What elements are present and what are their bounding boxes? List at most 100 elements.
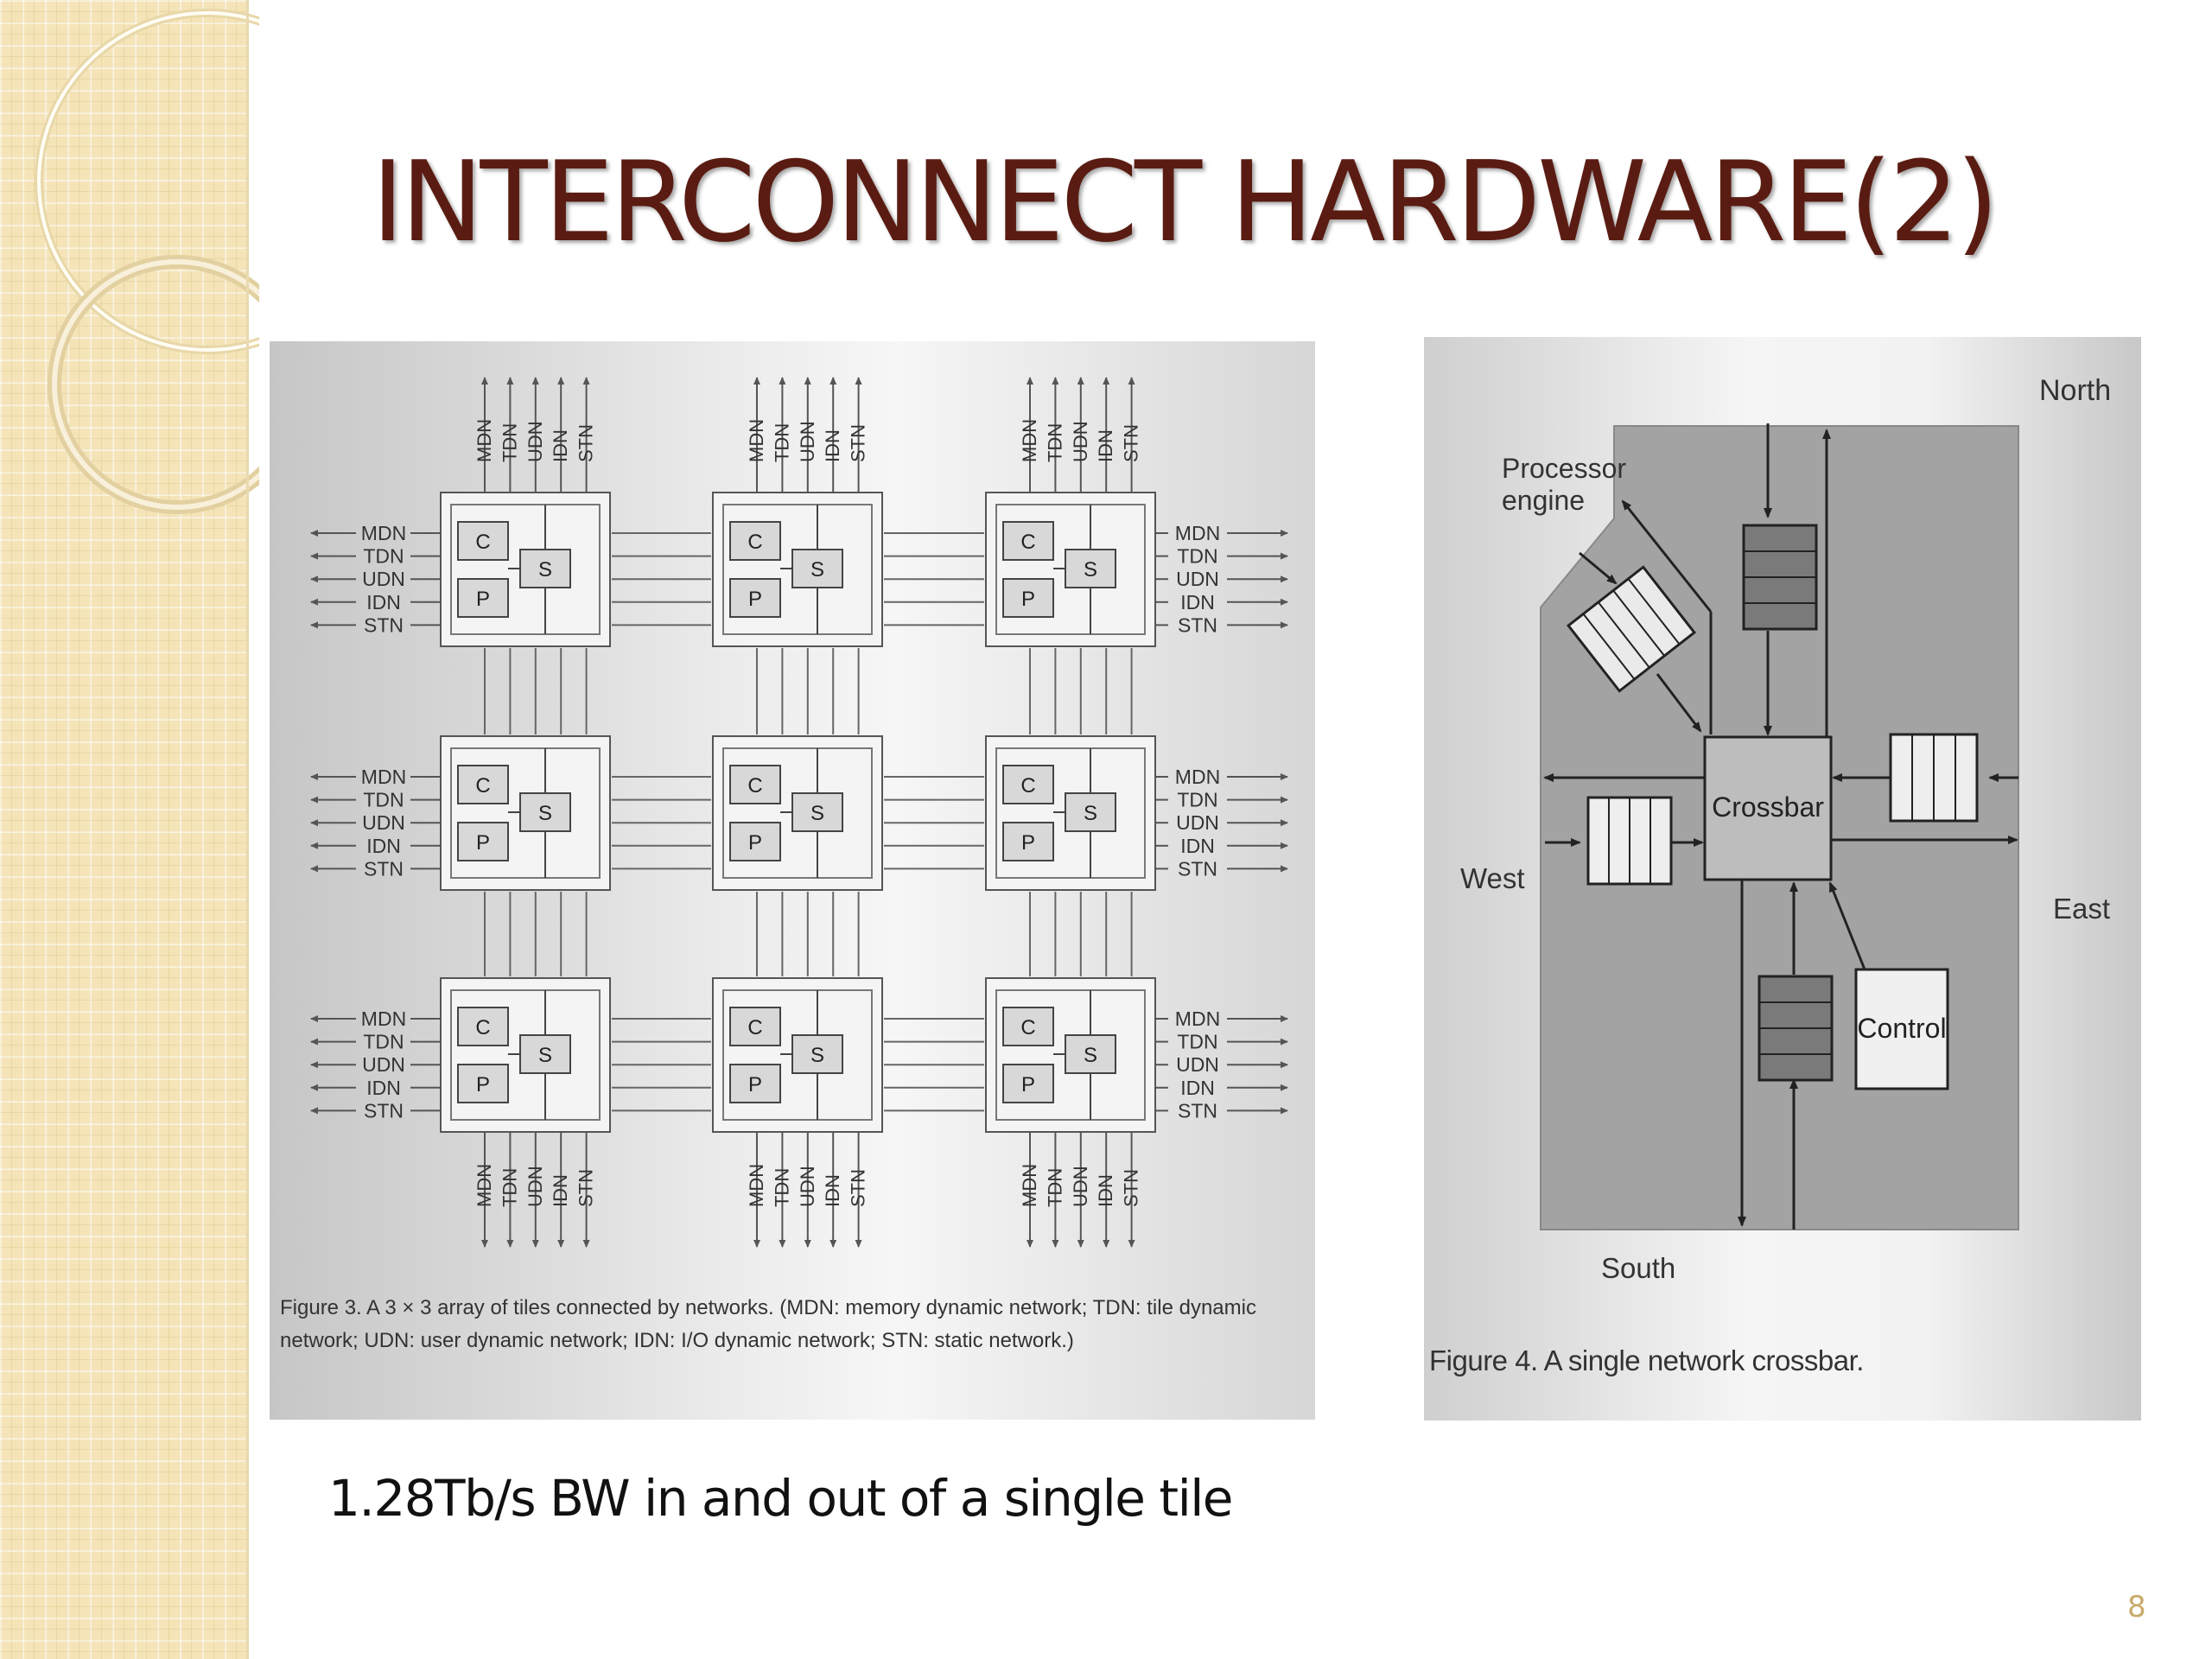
tile-inner-frame <box>450 989 601 1121</box>
bottom-network-label-STN: STN <box>1121 1169 1142 1207</box>
tile-switch-box <box>1065 549 1116 588</box>
right-network-label-IDN: IDN <box>1180 1077 1215 1099</box>
tile-cache-box <box>729 521 781 561</box>
tile-processor-label: P <box>748 831 762 855</box>
crossbar-label: Crossbar <box>1712 791 1824 823</box>
east-buffer <box>1889 733 1979 823</box>
bottom-network-label-MDN: MDN <box>474 1164 495 1207</box>
crossbar-box <box>1703 735 1833 881</box>
right-network-label-TDN: TDN <box>1177 789 1217 811</box>
tile-processor-label: P <box>748 1073 762 1096</box>
bottom-network-label-TDN: TDN <box>771 1168 792 1207</box>
tile-array-diagram: MDNMDNTDNTDNUDNUDNIDNIDNSTNSTNMDNMDNTDNT… <box>310 377 1288 1248</box>
tile-switch-label: S <box>1084 1044 1097 1067</box>
top-network-label-TDN: TDN <box>771 423 792 462</box>
tile-inner-frame <box>722 989 873 1121</box>
bottom-network-label-IDN: IDN <box>550 1174 571 1207</box>
tile-processor-box <box>1002 1064 1054 1103</box>
tile-inner-frame <box>450 747 601 879</box>
bottom-network-label-MDN: MDN <box>1019 1164 1040 1207</box>
right-network-label-TDN: TDN <box>1177 545 1217 568</box>
tile-cache-box <box>1002 765 1054 804</box>
top-network-label-IDN: IDN <box>1095 429 1116 462</box>
tile-switch-label: S <box>810 558 824 582</box>
tile-cache-box <box>729 1007 781 1046</box>
bottom-network-label-UDN: UDN <box>797 1166 818 1207</box>
bottom-network-label-MDN: MDN <box>746 1164 767 1207</box>
left-network-label-MDN: MDN <box>361 1007 406 1030</box>
bullet-text: 1.28Tb/s BW in and out of a single tile <box>328 1469 1234 1528</box>
tile-cache-label: C <box>747 1016 762 1039</box>
left-network-label-UDN: UDN <box>362 568 405 590</box>
west-label: West <box>1460 862 1525 894</box>
processor-in-arrow <box>1579 551 1618 585</box>
tile-switch-box <box>791 1034 843 1074</box>
decorative-side-band <box>0 0 259 1659</box>
right-network-label-IDN: IDN <box>1180 591 1215 613</box>
tile-cache-label: C <box>1020 1016 1035 1039</box>
tile-cache-label: C <box>747 531 762 554</box>
tile-switch-label: S <box>538 558 552 582</box>
left-network-label-UDN: UDN <box>362 811 405 834</box>
left-network-label-IDN: IDN <box>366 591 401 613</box>
bottom-network-label-TDN: TDN <box>499 1168 520 1207</box>
left-network-label-TDN: TDN <box>363 545 404 568</box>
tile-cache-box <box>1002 521 1054 561</box>
tile-cache-label: C <box>475 774 490 798</box>
tile-switch-label: S <box>1084 802 1097 825</box>
tile-inner-frame <box>722 747 873 879</box>
figure-4-crossbar: North Processor engine Crossbar West Eas… <box>1424 337 2141 1421</box>
top-network-label-TDN: TDN <box>499 423 520 462</box>
page-number: 8 <box>2127 1590 2146 1624</box>
tile-processor-label: P <box>748 588 762 611</box>
top-network-label-MDN: MDN <box>474 419 495 462</box>
bottom-network-label-UDN: UDN <box>1070 1166 1091 1207</box>
tile-processor-box <box>729 578 781 618</box>
tile-processor-label: P <box>476 1073 490 1096</box>
north-label: North <box>2039 374 2111 407</box>
top-network-label-MDN: MDN <box>1019 419 1040 462</box>
tile-processor-box <box>1002 822 1054 861</box>
tile-processor-box <box>1002 578 1054 618</box>
processor-buffer <box>1567 565 1696 693</box>
right-network-label-STN: STN <box>1178 857 1217 880</box>
top-network-label-MDN: MDN <box>746 419 767 462</box>
left-network-label-MDN: MDN <box>361 766 406 788</box>
left-network-label-UDN: UDN <box>362 1053 405 1076</box>
tile-processor-label: P <box>1021 831 1035 855</box>
tile-cache-label: C <box>475 531 490 554</box>
right-network-label-MDN: MDN <box>1175 766 1220 788</box>
processor-label-line1: Processor <box>1502 453 1626 484</box>
top-network-label-TDN: TDN <box>1044 423 1065 462</box>
tile-cache-box <box>457 1007 509 1046</box>
tile-cache-box <box>729 765 781 804</box>
ring-large <box>35 9 259 354</box>
bottom-network-label-UDN: UDN <box>524 1166 546 1207</box>
top-network-label-UDN: UDN <box>797 421 818 462</box>
left-network-label-STN: STN <box>364 613 404 636</box>
crossbar-diagram: North Processor engine Crossbar West Eas… <box>1460 374 2111 1284</box>
tile-inner-frame <box>995 747 1146 879</box>
tile-cache-box <box>1002 1007 1054 1046</box>
figure-4-caption: Figure 4. A single network crossbar. <box>1429 1344 1864 1376</box>
right-network-label-STN: STN <box>1178 613 1217 636</box>
top-network-label-IDN: IDN <box>822 429 843 462</box>
tile-cache-label: C <box>1020 531 1035 554</box>
left-network-label-IDN: IDN <box>366 1077 401 1099</box>
tile-cache-label: C <box>1020 774 1035 798</box>
tile-inner-frame <box>450 504 601 635</box>
decorative-rings <box>35 9 259 514</box>
bottom-network-label-IDN: IDN <box>1095 1174 1116 1207</box>
left-network-label-TDN: TDN <box>363 1031 404 1053</box>
top-network-label-UDN: UDN <box>524 421 546 462</box>
figure-3-caption: Figure 3. A 3 × 3 array of tiles connect… <box>280 1296 1256 1352</box>
tile-processor-box <box>457 822 509 861</box>
left-network-label-IDN: IDN <box>366 835 401 857</box>
tile-switch-label: S <box>810 802 824 825</box>
left-network-label-STN: STN <box>364 1099 404 1122</box>
bottom-network-label-STN: STN <box>848 1169 869 1207</box>
bottom-network-label-IDN: IDN <box>822 1174 843 1207</box>
tile-processor-label: P <box>1021 1073 1035 1096</box>
south-label: South <box>1601 1252 1675 1284</box>
